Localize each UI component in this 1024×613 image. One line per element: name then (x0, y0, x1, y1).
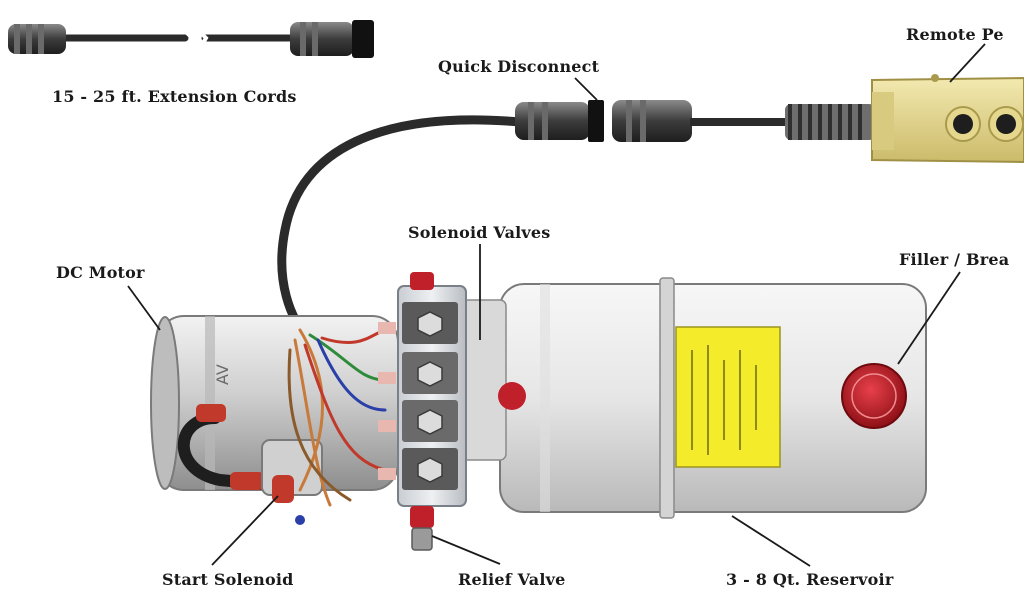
label-extension-cords: 15 - 25 ft. Extension Cords (52, 87, 297, 106)
dc-motor: AV (150, 315, 399, 491)
red-port-plug (498, 382, 526, 410)
cord-connector-left (8, 24, 66, 54)
start-solenoid (261, 439, 323, 525)
label-start-solenoid: Start Solenoid (162, 570, 294, 589)
label-reservoir: 3 - 8 Qt. Reservoir (726, 570, 894, 589)
relief-valve (410, 506, 434, 551)
cord-connector-right (290, 20, 374, 58)
label-quick-disconnect: Quick Disconnect (438, 57, 600, 76)
label-relief-valve: Relief Valve (458, 570, 566, 589)
power-cable (277, 115, 525, 345)
warning-label (675, 326, 781, 468)
label-dc-motor: DC Motor (56, 263, 145, 282)
leader-lines (127, 43, 986, 567)
strain-relief-spring (785, 104, 875, 140)
label-filler-breather: Filler / Brea (899, 250, 1010, 269)
quick-disconnect-connector (515, 100, 692, 142)
svg-text:AV: AV (213, 364, 232, 385)
label-remote-pendant: Remote Pe (906, 25, 1004, 44)
remote-pendant (871, 74, 1024, 164)
solenoid-valve-block (378, 272, 467, 507)
filler-breather-cap (841, 363, 907, 429)
extension-cord (8, 20, 374, 58)
control-wires (287, 328, 387, 507)
label-solenoid-valves: Solenoid Valves (408, 223, 551, 242)
